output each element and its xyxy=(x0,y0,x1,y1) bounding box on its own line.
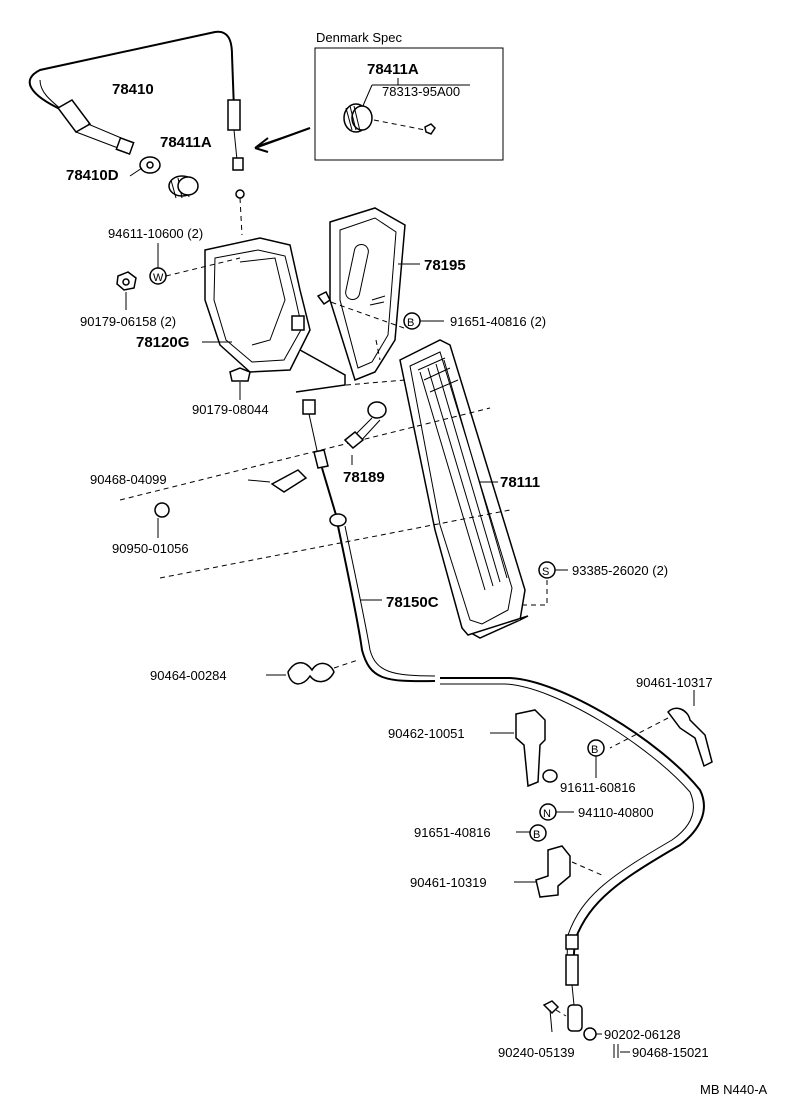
plate-78195-icon xyxy=(329,207,406,381)
label-78410d: 78410D xyxy=(66,167,119,184)
washer-90202-06128-icon xyxy=(583,1027,597,1041)
label-78189: 78189 xyxy=(343,469,385,486)
inset-part-78313-label: 78313-95A00 xyxy=(382,84,460,99)
label-78150c: 78150C xyxy=(386,594,439,611)
label-90950-01056: 90950-01056 xyxy=(112,541,189,556)
knob-78411a-icon xyxy=(168,175,199,199)
holder-90462-10051-icon xyxy=(515,709,546,788)
inset-part-78411a-label: 78411A xyxy=(367,61,419,78)
clamp-90461-10317-icon xyxy=(667,707,713,768)
grommet-90950-01056-icon xyxy=(154,502,170,518)
cable-sleeve-left-icon xyxy=(56,99,135,155)
cable-78410 xyxy=(28,30,235,111)
label-78195: 78195 xyxy=(424,257,466,274)
nut-90179-06158-icon xyxy=(116,271,137,291)
label-91651-40816-2: 91651-40816 (2) xyxy=(450,314,546,329)
bolt-symbol-letter-middle: B xyxy=(591,744,598,756)
bolt-symbol-letter-upper: B xyxy=(407,317,414,329)
nut-symbol-letter: N xyxy=(543,808,551,820)
cable-78410-assembly xyxy=(28,30,311,236)
inset-frame xyxy=(314,47,504,161)
centerline-lower xyxy=(159,509,511,579)
label-78411a: 78411A xyxy=(160,134,212,151)
label-90179-08044: 90179-08044 xyxy=(192,402,269,417)
inset-pointer-arrow xyxy=(254,127,311,153)
bracket-78120g-icon xyxy=(204,237,346,393)
bolt-symbol-b-middle: B xyxy=(587,739,605,757)
label-78111: 78111 xyxy=(500,474,540,491)
screw-symbol-letter: S xyxy=(542,566,549,578)
label-90461-10317: 90461-10317 xyxy=(636,675,713,690)
label-90461-10319: 90461-10319 xyxy=(410,875,487,890)
label-90202-06128: 90202-06128 xyxy=(604,1027,681,1042)
denmark-spec-inset: Denmark Spec 78411A 78313-95A00 xyxy=(314,30,504,161)
cable-78150c xyxy=(302,399,705,1032)
inset-title: Denmark Spec xyxy=(316,30,402,45)
cable-top-end-icon xyxy=(227,99,245,199)
label-93385-26020-2: 93385-26020 (2) xyxy=(572,563,668,578)
label-90240-05139: 90240-05139 xyxy=(498,1045,575,1060)
inset-knob-icon xyxy=(343,103,373,133)
bolt-symbol-b-lower: B xyxy=(529,824,547,842)
label-78120g: 78120G xyxy=(136,334,189,351)
label-90179-06158: 90179-06158 (2) xyxy=(80,314,176,329)
clamp-90464-00284-icon xyxy=(287,662,335,685)
bolt-symbol-letter-lower: B xyxy=(533,829,540,841)
bolt-symbol-b-upper: B xyxy=(403,312,421,330)
diagram-code: MB N440-A xyxy=(700,1082,768,1097)
bolt-upper-icon xyxy=(316,290,331,306)
cotter-90468-15021-icon xyxy=(613,1044,619,1058)
bolt-middle-icon xyxy=(542,769,558,783)
label-91611-60816: 91611-60816 xyxy=(560,780,636,795)
pin-90240-05139-icon xyxy=(542,1000,560,1033)
nut-90179-08044-icon xyxy=(229,367,251,382)
label-91651-40816: 91651-40816 xyxy=(414,825,491,840)
label-90462-10051: 90462-10051 xyxy=(388,726,465,741)
pedal-78111-icon xyxy=(399,339,529,639)
clip-90468-04099-icon xyxy=(270,469,308,493)
label-90468-04099: 90468-04099 xyxy=(90,472,167,487)
label-94110-40800: 94110-40800 xyxy=(578,805,654,820)
washer-symbol-w: W xyxy=(149,267,167,285)
inset-screw-icon xyxy=(424,123,436,135)
label-90468-15021: 90468-15021 xyxy=(632,1045,709,1060)
bracket-90461-10319-icon xyxy=(535,845,571,898)
label-90464-00284: 90464-00284 xyxy=(150,668,227,683)
label-94611-10600: 94611-10600 (2) xyxy=(108,226,203,241)
washer-78410d-icon xyxy=(139,156,161,174)
nut-symbol-n: N xyxy=(539,803,557,821)
screw-symbol-s: S xyxy=(538,561,556,579)
washer-symbol-letter: W xyxy=(153,272,164,284)
label-78410: 78410 xyxy=(112,81,154,98)
centerline-upper xyxy=(119,407,491,501)
stopper-78189-icon xyxy=(343,401,387,450)
